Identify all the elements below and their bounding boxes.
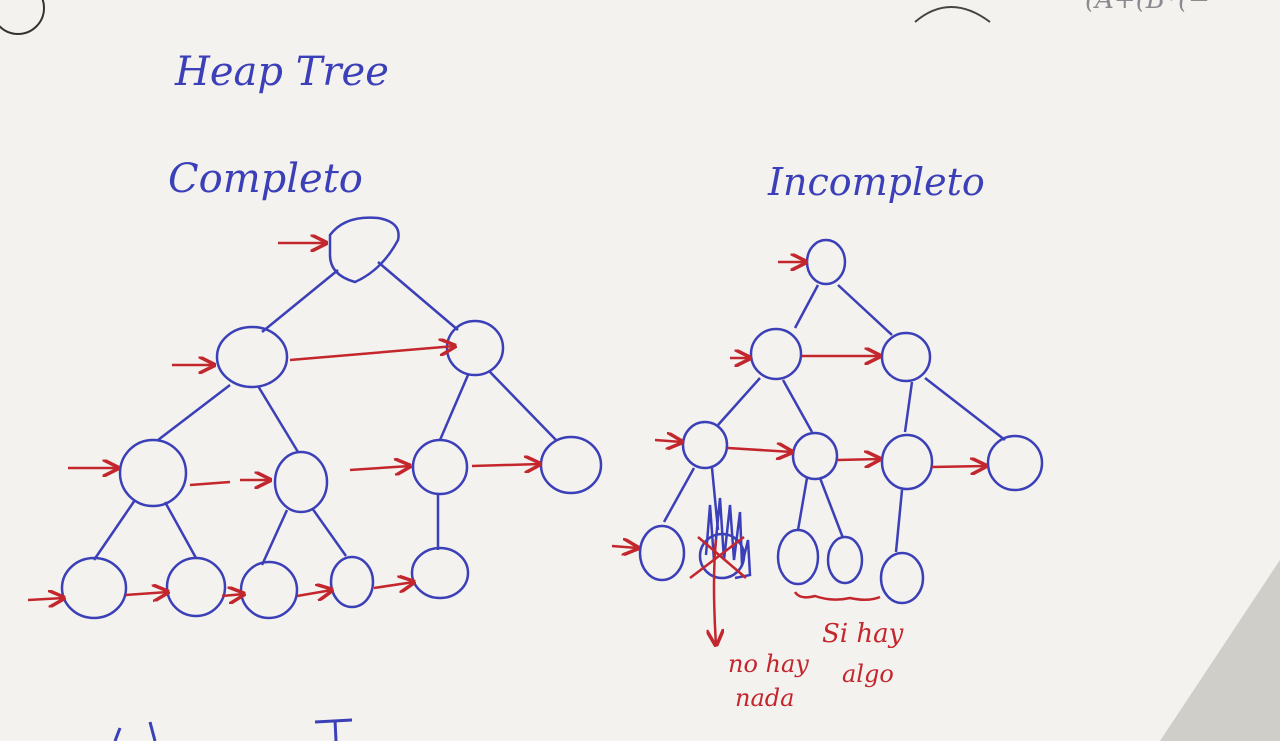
heap-node (880, 433, 934, 491)
order-arrow (931, 466, 986, 467)
level-arrow (611, 546, 638, 548)
complete-tree-edges (92, 261, 557, 566)
heap-node (776, 528, 820, 586)
heap-node (826, 535, 864, 585)
bottom-fragment (113, 718, 353, 741)
heap-node (60, 556, 128, 620)
page-edge (1160, 560, 1280, 741)
annotation-missing-line2: nada (735, 684, 794, 712)
page-title: Heap Tree (174, 49, 389, 95)
heap-node (879, 551, 925, 605)
cross-out-mark (689, 536, 747, 579)
heap-node (328, 216, 400, 284)
level-arrow (654, 440, 682, 442)
order-arrow (221, 594, 244, 596)
heap-node (411, 438, 469, 496)
order-arrow (189, 480, 231, 487)
order-arrow (373, 582, 414, 588)
missing-node-pointer (714, 539, 716, 645)
heap-node (986, 434, 1044, 492)
order-arrow (471, 464, 540, 466)
annotation-present-line2: algo (842, 660, 894, 688)
incomplete-tree-label: Incompleto (767, 160, 985, 204)
heap-node (329, 555, 375, 609)
heap-node (118, 438, 188, 508)
annotation-present-line1: Si hay (822, 619, 904, 649)
incomplete-tree (638, 238, 1044, 605)
order-arrow (727, 448, 792, 452)
order-arrow (296, 590, 332, 596)
complete-tree-label: Completo (168, 156, 363, 202)
margin-circle (0, 0, 45, 35)
order-arrow (349, 466, 410, 470)
corner-fragment: (A+(B*(− (1085, 0, 1210, 15)
order-arrow (125, 592, 168, 595)
annotation-missing-line1: no hay (728, 650, 809, 678)
complete-tree-arrows (27, 243, 540, 600)
heap-node (410, 546, 470, 600)
heap-node (215, 325, 289, 389)
incomplete-tree-annotations: no hay nada Si hay algo (728, 619, 904, 712)
heap-node (880, 331, 932, 383)
incomplete-tree-arrows (611, 262, 986, 645)
order-arrow (289, 346, 455, 362)
present-nodes-bracket (793, 591, 881, 601)
sketch-fragment (914, 6, 991, 23)
level-arrow (27, 598, 64, 600)
heap-node (273, 450, 329, 514)
order-arrow (837, 459, 880, 460)
